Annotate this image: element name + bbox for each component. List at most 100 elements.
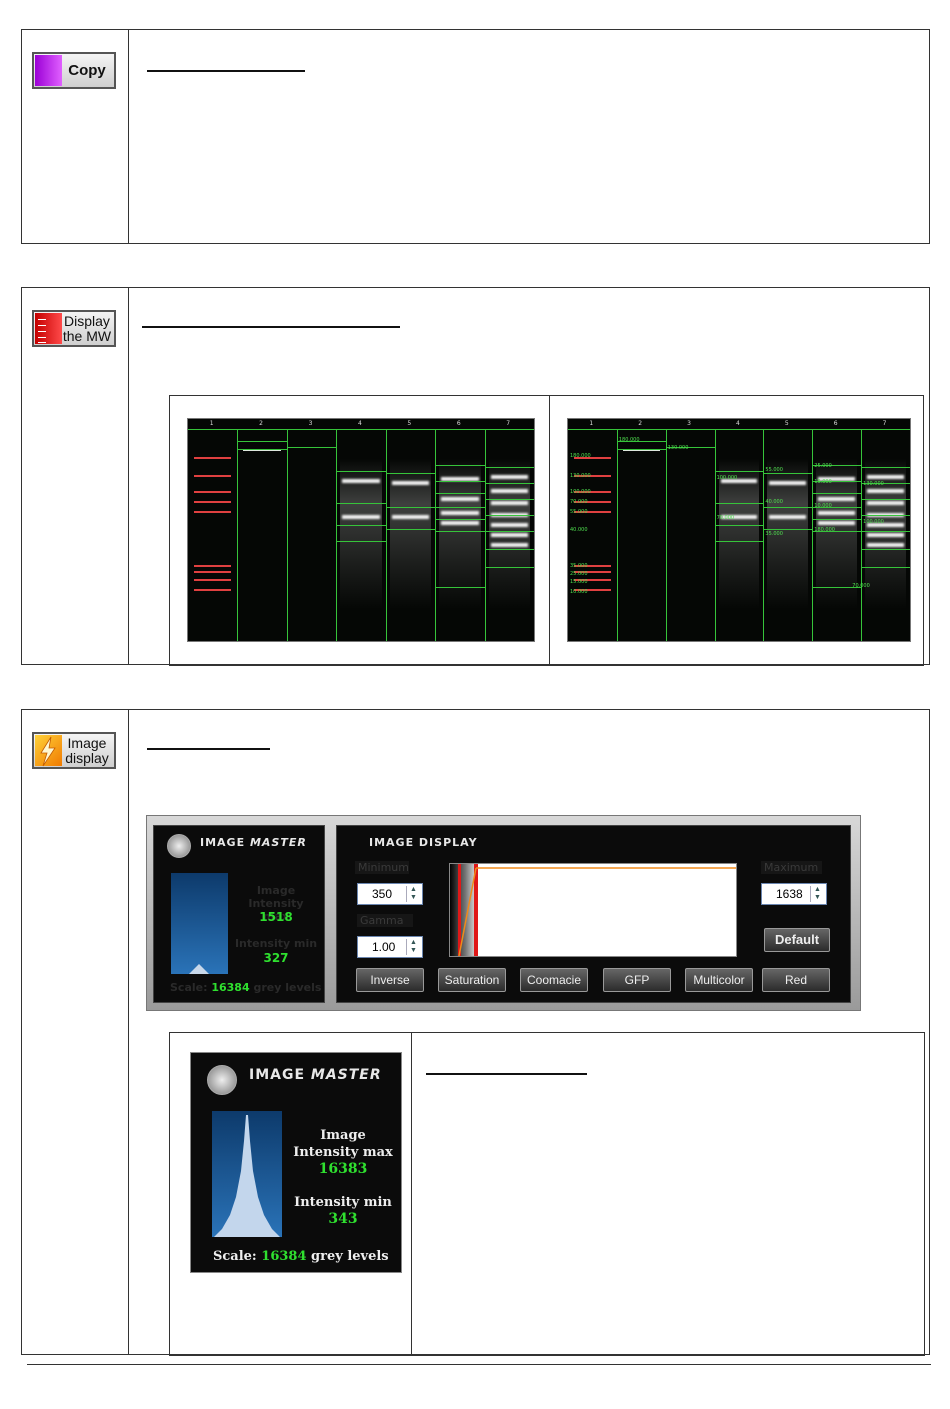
footer-rule bbox=[27, 1364, 931, 1365]
mw-label: 40.000 bbox=[570, 527, 588, 533]
band-boundary bbox=[435, 465, 485, 466]
lane-divider bbox=[435, 429, 437, 641]
marker-band bbox=[194, 501, 232, 503]
minimum-input[interactable]: 350 ▲▼ bbox=[357, 883, 423, 905]
mw-label: 25.000 bbox=[814, 463, 832, 469]
gfp-button[interactable]: GFP bbox=[603, 968, 671, 992]
band-boundary bbox=[435, 519, 485, 520]
band-boundary bbox=[435, 531, 485, 532]
band-boundary bbox=[665, 447, 715, 448]
sample-band bbox=[441, 477, 479, 481]
image-master-panel: IMAGE MASTER Image Intensity max 1518 In… bbox=[153, 825, 325, 1003]
sample-band bbox=[818, 521, 856, 525]
sample-band bbox=[490, 523, 528, 527]
image-master-title: IMAGE MASTER bbox=[200, 836, 307, 849]
intensity-max-label: Intensity max bbox=[293, 1145, 393, 1160]
band-boundary bbox=[861, 515, 910, 516]
sample-band bbox=[490, 533, 528, 537]
lane-divider bbox=[763, 429, 765, 641]
lane-number: 4 bbox=[736, 420, 740, 427]
band-boundary bbox=[385, 529, 436, 530]
mw-label: 10.000 bbox=[814, 503, 832, 509]
band-boundary bbox=[336, 525, 386, 526]
mw-label: 100.000 bbox=[716, 475, 738, 481]
sample-band bbox=[490, 489, 528, 493]
transfer-curve-display[interactable] bbox=[449, 863, 737, 957]
band-boundary bbox=[763, 507, 813, 508]
mw-label: 55.000 bbox=[765, 467, 783, 473]
lane-divider bbox=[484, 429, 486, 641]
lane-divider bbox=[385, 429, 387, 641]
inverse-button[interactable]: Inverse bbox=[356, 968, 424, 992]
marker-band bbox=[574, 589, 611, 591]
maximum-stepper-icon[interactable]: ▲▼ bbox=[810, 886, 824, 902]
image-master-title: IMAGE MASTER bbox=[249, 1067, 382, 1083]
heading-underline bbox=[147, 70, 305, 72]
mw-label: 180.000 bbox=[570, 453, 591, 459]
sample-band bbox=[867, 475, 904, 479]
lane-divider bbox=[861, 429, 863, 641]
lane-divider bbox=[714, 429, 716, 641]
lane-number: 7 bbox=[882, 420, 887, 427]
icon-column: Copy bbox=[22, 30, 129, 243]
heading-underline bbox=[147, 748, 270, 750]
intensity-max-value: 16383 bbox=[318, 1161, 368, 1177]
band-boundary bbox=[336, 541, 386, 542]
mw-label: 55.000 bbox=[570, 509, 588, 515]
band-boundary bbox=[812, 587, 862, 588]
mw-label: 15.000 bbox=[570, 579, 588, 585]
lane-number: 2 bbox=[638, 420, 643, 427]
multicolor-button[interactable]: Multicolor bbox=[685, 968, 753, 992]
mw-label: 180.000 bbox=[618, 437, 640, 443]
copy-button[interactable]: Copy bbox=[32, 52, 116, 89]
lane-divider bbox=[336, 429, 338, 641]
coomacie-button[interactable]: Coomacie bbox=[520, 968, 588, 992]
min-marker[interactable] bbox=[458, 864, 461, 956]
band-boundary bbox=[616, 441, 666, 442]
minimum-stepper-icon[interactable]: ▲▼ bbox=[406, 886, 420, 902]
red-button[interactable]: Red bbox=[762, 968, 830, 992]
lane-divider bbox=[665, 429, 667, 641]
mw-label: 10.000 bbox=[570, 589, 588, 595]
sample-band bbox=[342, 515, 380, 519]
histogram bbox=[212, 1111, 282, 1237]
maximum-input[interactable]: 1638 ▲▼ bbox=[761, 883, 827, 905]
mw-label: 40.000 bbox=[765, 499, 783, 505]
scale-line: Scale: 16384 grey levels bbox=[170, 981, 322, 994]
band-boundary bbox=[484, 549, 534, 550]
default-button[interactable]: Default bbox=[764, 928, 830, 952]
saturation-button[interactable]: Saturation bbox=[438, 968, 506, 992]
mw-label: 70.000 bbox=[852, 583, 870, 589]
sample-band bbox=[867, 501, 904, 505]
band-boundary bbox=[336, 471, 386, 472]
gamma-stepper-icon[interactable]: ▲▼ bbox=[406, 939, 420, 955]
intensity-min-label: Intensity min bbox=[294, 1195, 392, 1210]
intensity-min-value: 327 bbox=[263, 951, 289, 965]
marker-band bbox=[194, 475, 232, 477]
sample-band bbox=[342, 479, 380, 483]
minimum-label: Minimum bbox=[355, 861, 409, 874]
mw-label: 25.000 bbox=[570, 571, 588, 577]
lane-number: 2 bbox=[259, 420, 263, 427]
image-master-logo-icon bbox=[207, 1065, 237, 1095]
mw-label: 70.000 bbox=[570, 499, 588, 505]
sample-band bbox=[818, 477, 856, 481]
band-boundary bbox=[861, 483, 910, 484]
band-boundary bbox=[812, 493, 862, 494]
heading-underline bbox=[142, 326, 400, 328]
band-boundary bbox=[763, 473, 813, 474]
band-boundary bbox=[861, 499, 910, 500]
gamma-input[interactable]: 1.00 ▲▼ bbox=[357, 936, 423, 958]
band-boundary bbox=[714, 541, 764, 542]
maximum-label: Maximum bbox=[761, 861, 822, 874]
image-label: Image bbox=[320, 1128, 366, 1143]
subheading-underline bbox=[426, 1073, 587, 1075]
sample-band bbox=[441, 511, 479, 515]
max-marker[interactable] bbox=[474, 864, 478, 956]
intensity-min-value: 343 bbox=[328, 1211, 358, 1227]
